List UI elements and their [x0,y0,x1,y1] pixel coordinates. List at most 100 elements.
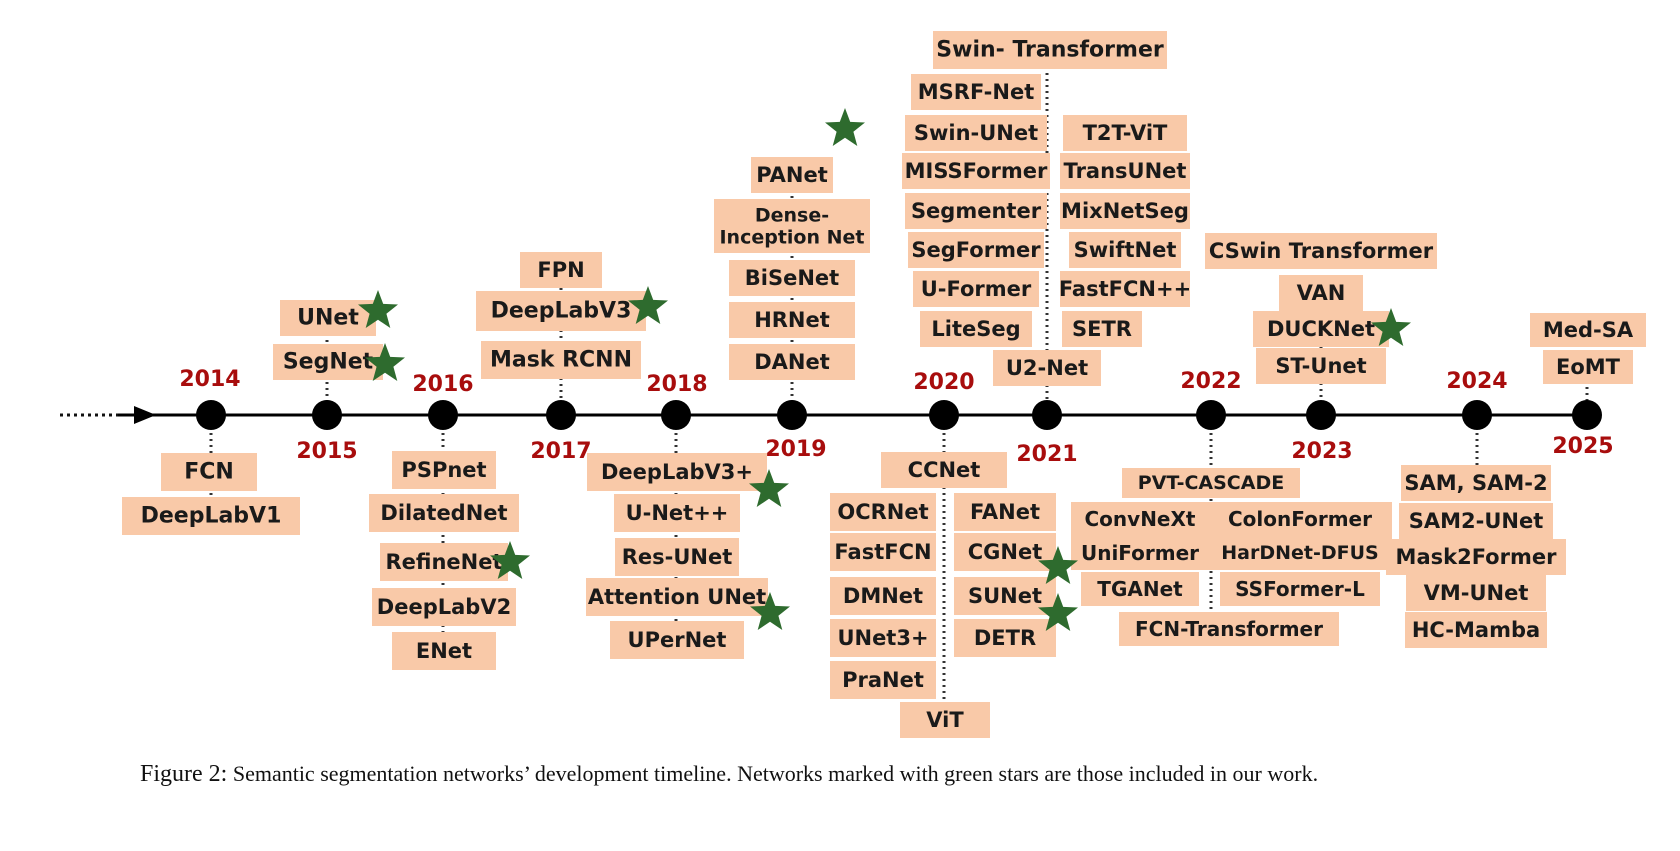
network-box-fastfcn: FastFCN [830,533,936,571]
network-box-fastfcn: FastFCN++ [1059,271,1191,307]
network-box-attention-unet: Attention UNet [586,578,768,616]
network-box-uniformer: UniFormer [1071,536,1209,570]
network-name: Dense-Inception Net [719,205,864,249]
green-star-icon [825,108,865,146]
network-name: U-Former [921,277,1032,301]
network-box-bg [902,153,1050,189]
network-box-missformer: MISSFormer [902,153,1050,189]
timeline-diagram: FCNDeepLabV1UNetSegNetPSPnetDilatedNetRe… [60,31,1646,738]
network-box-segformer: SegFormer [908,232,1044,268]
network-box-mask2former: Mask2Former [1386,539,1566,575]
network-box-bisenet: BiSeNet [729,260,855,296]
network-box-bg [993,350,1101,386]
network-name: FastFCN++ [1059,277,1191,301]
network-box-mask-rcnn: Mask RCNN [481,341,641,379]
network-name: UPerNet [628,628,727,652]
timeline-node-2021 [1032,400,1062,430]
network-box-bg [273,344,383,380]
network-name: FCN-Transformer [1135,617,1323,641]
figure-caption-text: Semantic segmentation networks’ developm… [232,761,1319,786]
network-name: UNet [297,306,359,331]
network-box-bg [830,619,936,657]
network-box-unet3: UNet3+ [830,619,936,657]
network-name: Segmenter [911,199,1042,223]
network-box-refinenet: RefineNet [380,543,508,581]
network-name: Mask RCNN [490,348,632,373]
network-box-dense-inception-net: Dense-Inception Net [714,199,870,253]
network-box-st-unet: ST-Unet [1256,348,1386,384]
network-name: ConvNeXt [1085,507,1196,531]
network-box-bg [1530,313,1646,347]
network-box-bg [1279,275,1363,311]
network-box-swin-unet: Swin-UNet [905,115,1047,151]
network-box-deeplabv1: DeepLabV1 [122,497,300,535]
network-name: CCNet [908,458,981,482]
network-box-hc-mamba: HC-Mamba [1405,612,1547,648]
network-name: FANet [970,500,1040,524]
network-box-bg [954,493,1056,531]
network-name: CSwin Transformer [1209,239,1434,263]
network-box-bg [1208,536,1392,570]
network-box-transunet: TransUNet [1060,153,1190,189]
network-box-danet: DANet [729,344,855,380]
network-box-bg [1081,572,1199,606]
network-name: DeepLabV2 [377,595,511,619]
timeline-node-2014 [196,400,226,430]
network-box-pranet: PraNet [830,661,936,699]
network-name: Mask2Former [1396,545,1558,569]
timeline-node-2019 [777,400,807,430]
network-box-bg [380,543,508,581]
network-box-bg [1119,612,1339,646]
network-box-bg [954,577,1056,615]
network-name: ENet [416,639,472,663]
network-name: PVT-CASCADE [1138,472,1284,494]
year-label: 2017 [530,439,591,464]
network-box-ccnet: CCNet [881,452,1007,488]
network-box-bg [830,493,936,531]
network-name: SwiftNet [1074,238,1177,262]
network-box-eomt: EoMT [1543,350,1633,384]
network-box-bg [1071,502,1209,536]
timeline-node-2024 [1462,400,1492,430]
network-name: SSFormer-L [1235,577,1365,601]
network-box-bg [1543,350,1633,384]
network-box-upernet: UPerNet [610,621,744,659]
figure-label: Figure 2: [140,761,228,787]
network-box-ducknet: DUCKNet [1253,311,1389,347]
network-name: ColonFormer [1228,507,1372,531]
network-name: HarDNet-DFUS [1221,542,1378,564]
timeline-node-2023 [1306,400,1336,430]
year-label: 2019 [765,437,826,462]
timeline-node-2020 [929,400,959,430]
network-box-bg [830,533,936,571]
network-box-bg [1062,311,1142,347]
network-box-bg [372,588,516,626]
network-box-med-sa: Med-SA [1530,313,1646,347]
network-box-bg [1122,468,1300,498]
network-box-u-net: U-Net++ [614,494,740,532]
network-box-detr: DETR [954,619,1056,657]
network-name: OCRNet [837,500,928,524]
network-name: U2-Net [1006,356,1088,380]
network-box-bg [1399,503,1553,539]
network-name: DeepLabV3+ [601,460,753,484]
network-box-bg [900,702,990,738]
network-box-sam2-unet: SAM2-UNet [1399,503,1553,539]
network-box-deeplabv3: DeepLabV3+ [587,453,767,491]
network-box-deeplabv2: DeepLabV2 [372,588,516,626]
network-box-u-former: U-Former [913,271,1039,307]
network-box-swin-transformer: Swin- Transformer [933,31,1167,69]
network-name: SUNet [968,584,1042,608]
network-box-pvt-cascade: PVT-CASCADE [1122,468,1300,498]
network-box-bg [1405,612,1547,648]
network-box-bg [954,619,1056,657]
network-box-fcn: FCN [161,453,257,491]
network-name: DMNet [843,584,923,608]
network-box-bg [751,157,833,193]
network-box-bg [729,344,855,380]
network-box-msrf-net: MSRF-Net [911,74,1041,110]
network-box-bg [1060,271,1190,307]
figure-caption: Figure 2: Semantic segmentation networks… [140,758,1560,790]
network-box-bg [1401,465,1551,501]
network-name: ST-Unet [1275,354,1366,378]
